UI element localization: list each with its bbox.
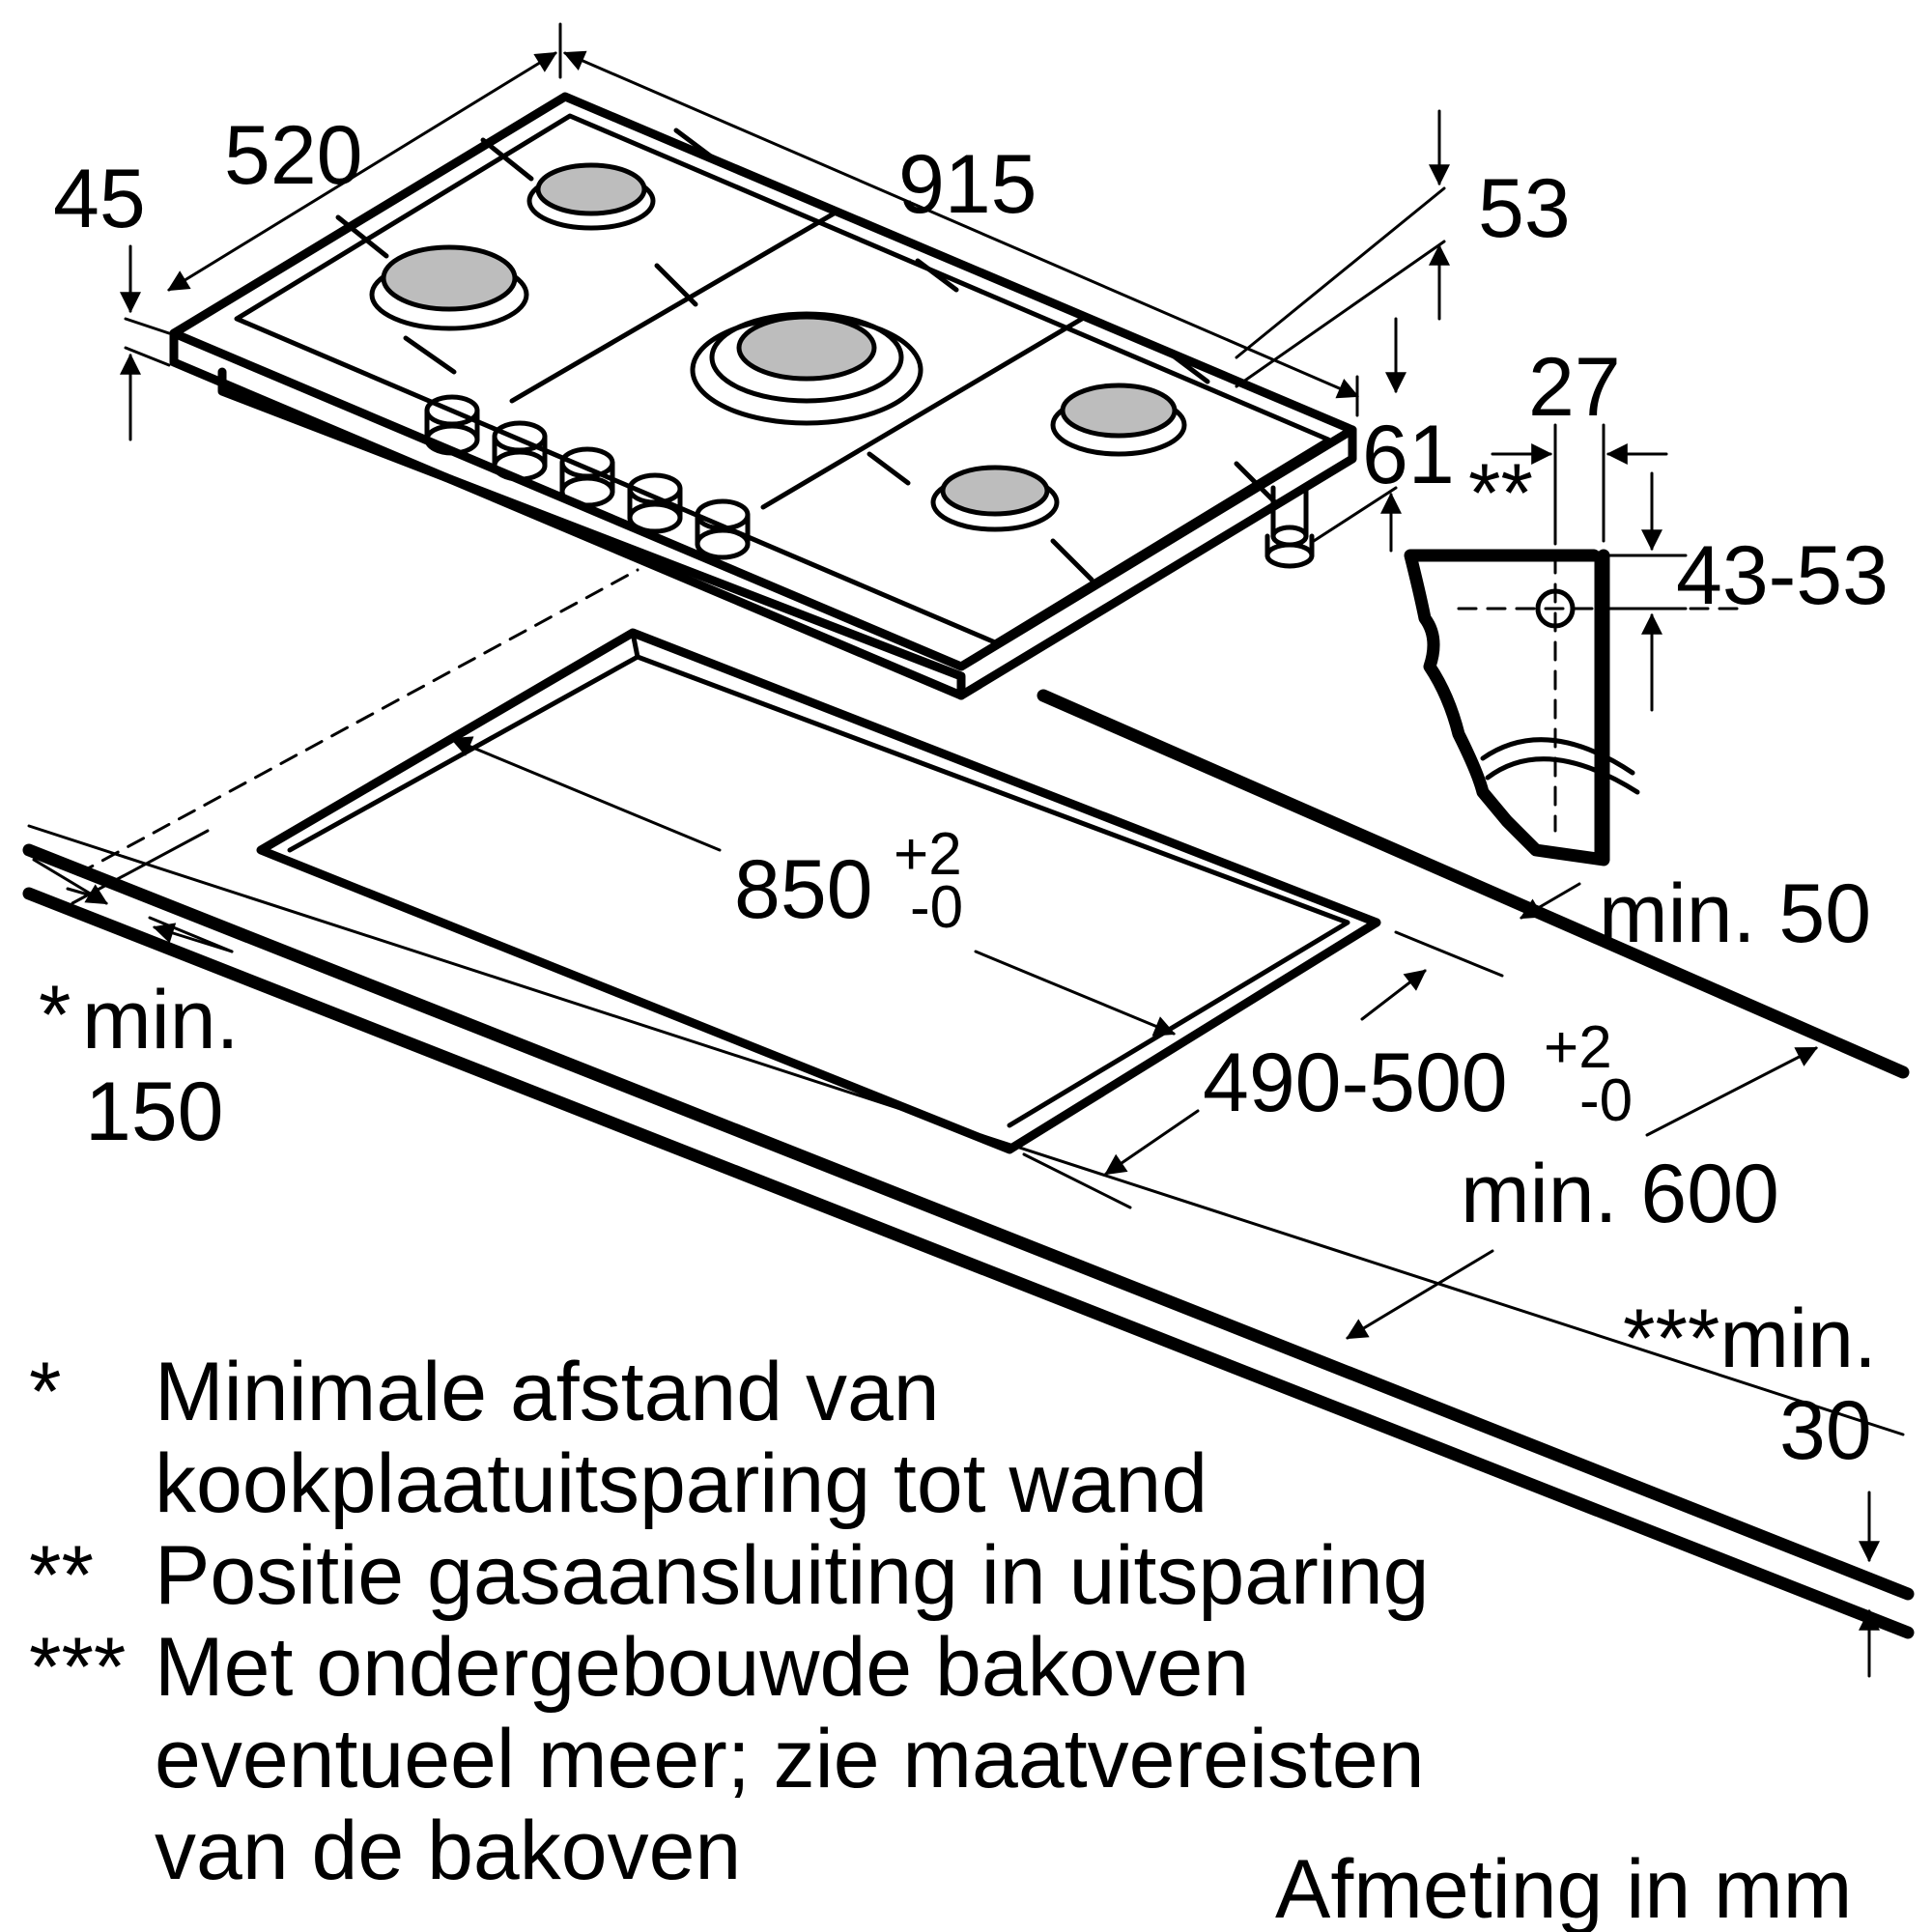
- dim-520: 520: [224, 109, 363, 202]
- hob-body-edge: [169, 328, 1357, 700]
- dim-850-tol-minus: -0: [910, 874, 963, 941]
- control-knobs: [424, 394, 751, 560]
- gas-marker: **: [1468, 447, 1533, 540]
- note-3-line-1: Met ondergebouwde bakoven: [155, 1621, 1249, 1714]
- dim-min-50: min. 50: [1599, 867, 1871, 960]
- burner-front-left: [369, 244, 529, 331]
- gas-connection-detail: [1404, 423, 1741, 867]
- note-3-line-3: van de bakoven: [155, 1804, 741, 1897]
- knob-3: [559, 446, 615, 508]
- dim-min-150-value: 150: [85, 1065, 224, 1158]
- burner-wok-center: [690, 311, 923, 426]
- dim-min-30-label: ***min.: [1623, 1293, 1877, 1385]
- note-2-marker: **: [29, 1529, 94, 1622]
- unit-note: Afmeting in mm: [1275, 1843, 1852, 1932]
- dim-45: 45: [53, 153, 146, 245]
- dim-min-30-value: 30: [1779, 1384, 1872, 1477]
- dim-490-500-tol-plus: +2: [1544, 1014, 1612, 1081]
- gas-connector: [1264, 485, 1315, 569]
- dim-43-53: 43-53: [1676, 529, 1889, 622]
- dim-27: 27: [1528, 341, 1621, 434]
- knob-2: [492, 420, 548, 482]
- dimension-labels: 45 520 915 53 61 27 ** 43-53 850 +2 -0 m…: [39, 109, 1889, 1477]
- worktop-profile: [1404, 549, 1610, 867]
- knob-4: [627, 472, 683, 534]
- note-3-marker: ***: [29, 1621, 126, 1714]
- note-1-marker: *: [29, 1346, 61, 1438]
- note-1-line-2: kookplaatuitsparing tot wand: [155, 1437, 1208, 1530]
- dim-850: 850: [734, 843, 873, 936]
- notes: * Minimale afstand van kookplaatuitspari…: [29, 1346, 1852, 1932]
- knob-1: [424, 394, 480, 456]
- note-1-line-1: Minimale afstand van: [155, 1346, 940, 1438]
- note-2-line-1: Positie gasaansluiting in uitsparing: [155, 1529, 1429, 1622]
- dim-61: 61: [1362, 409, 1455, 501]
- burner-rear-left: [526, 162, 656, 231]
- dim-min-150-star: *: [39, 969, 71, 1062]
- knob-5: [695, 498, 751, 560]
- dimension-lines-top: [120, 22, 1450, 553]
- dim-850-tol-plus: +2: [894, 821, 962, 888]
- dim-53: 53: [1478, 162, 1571, 255]
- cutout-outline: [256, 628, 1381, 1154]
- dimension-lines-cutout: [32, 736, 1880, 1678]
- dim-490-500-tol-minus: -0: [1579, 1067, 1633, 1134]
- dim-min-600: min. 600: [1461, 1148, 1779, 1240]
- burner-rear-right: [1050, 383, 1187, 457]
- burner-front-right: [930, 465, 1060, 532]
- dim-915: 915: [898, 138, 1037, 231]
- hob-base: [217, 367, 966, 700]
- dim-min-150-label: min.: [82, 974, 239, 1066]
- note-3-line-2: eventueel meer; zie maatvereisten: [155, 1713, 1425, 1805]
- dim-490-500: 490-500: [1203, 1037, 1508, 1129]
